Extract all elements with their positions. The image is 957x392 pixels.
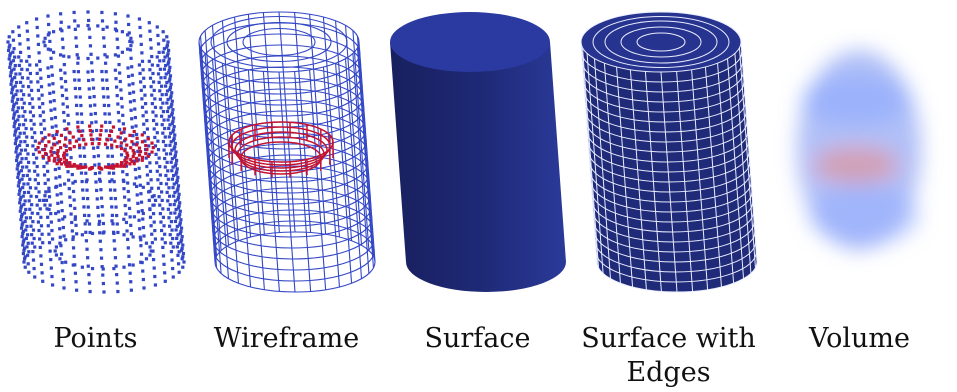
panel-points: Points bbox=[0, 0, 191, 392]
volume-render bbox=[797, 50, 921, 250]
caption-surface: Surface bbox=[424, 323, 531, 354]
wire-mesh bbox=[198, 11, 376, 293]
panel-surface: Surface bbox=[382, 0, 573, 392]
surface-body bbox=[390, 42, 566, 292]
edges-body bbox=[581, 42, 757, 292]
caption-surface-edges: Surface with Edges bbox=[581, 323, 756, 388]
caption-volume: Volume bbox=[809, 323, 910, 354]
caption-points: Points bbox=[53, 323, 138, 354]
panel-surface-edges: Surface with Edges bbox=[573, 0, 764, 392]
wireframe-render bbox=[198, 11, 376, 293]
volume-highlight bbox=[814, 147, 898, 183]
points-render bbox=[6, 10, 186, 294]
panel-volume: Volume bbox=[764, 0, 955, 392]
highlight-region bbox=[36, 124, 155, 171]
caption-wireframe: Wireframe bbox=[213, 323, 360, 354]
surface-render bbox=[390, 12, 566, 292]
highlight-region bbox=[228, 121, 334, 178]
surface-top bbox=[390, 12, 550, 72]
volume-cloud bbox=[797, 50, 921, 250]
edge-grid bbox=[580, 11, 758, 293]
panel-wireframe: Wireframe bbox=[191, 0, 382, 392]
surface-edges-render bbox=[580, 11, 758, 293]
point-cloud bbox=[6, 10, 186, 294]
